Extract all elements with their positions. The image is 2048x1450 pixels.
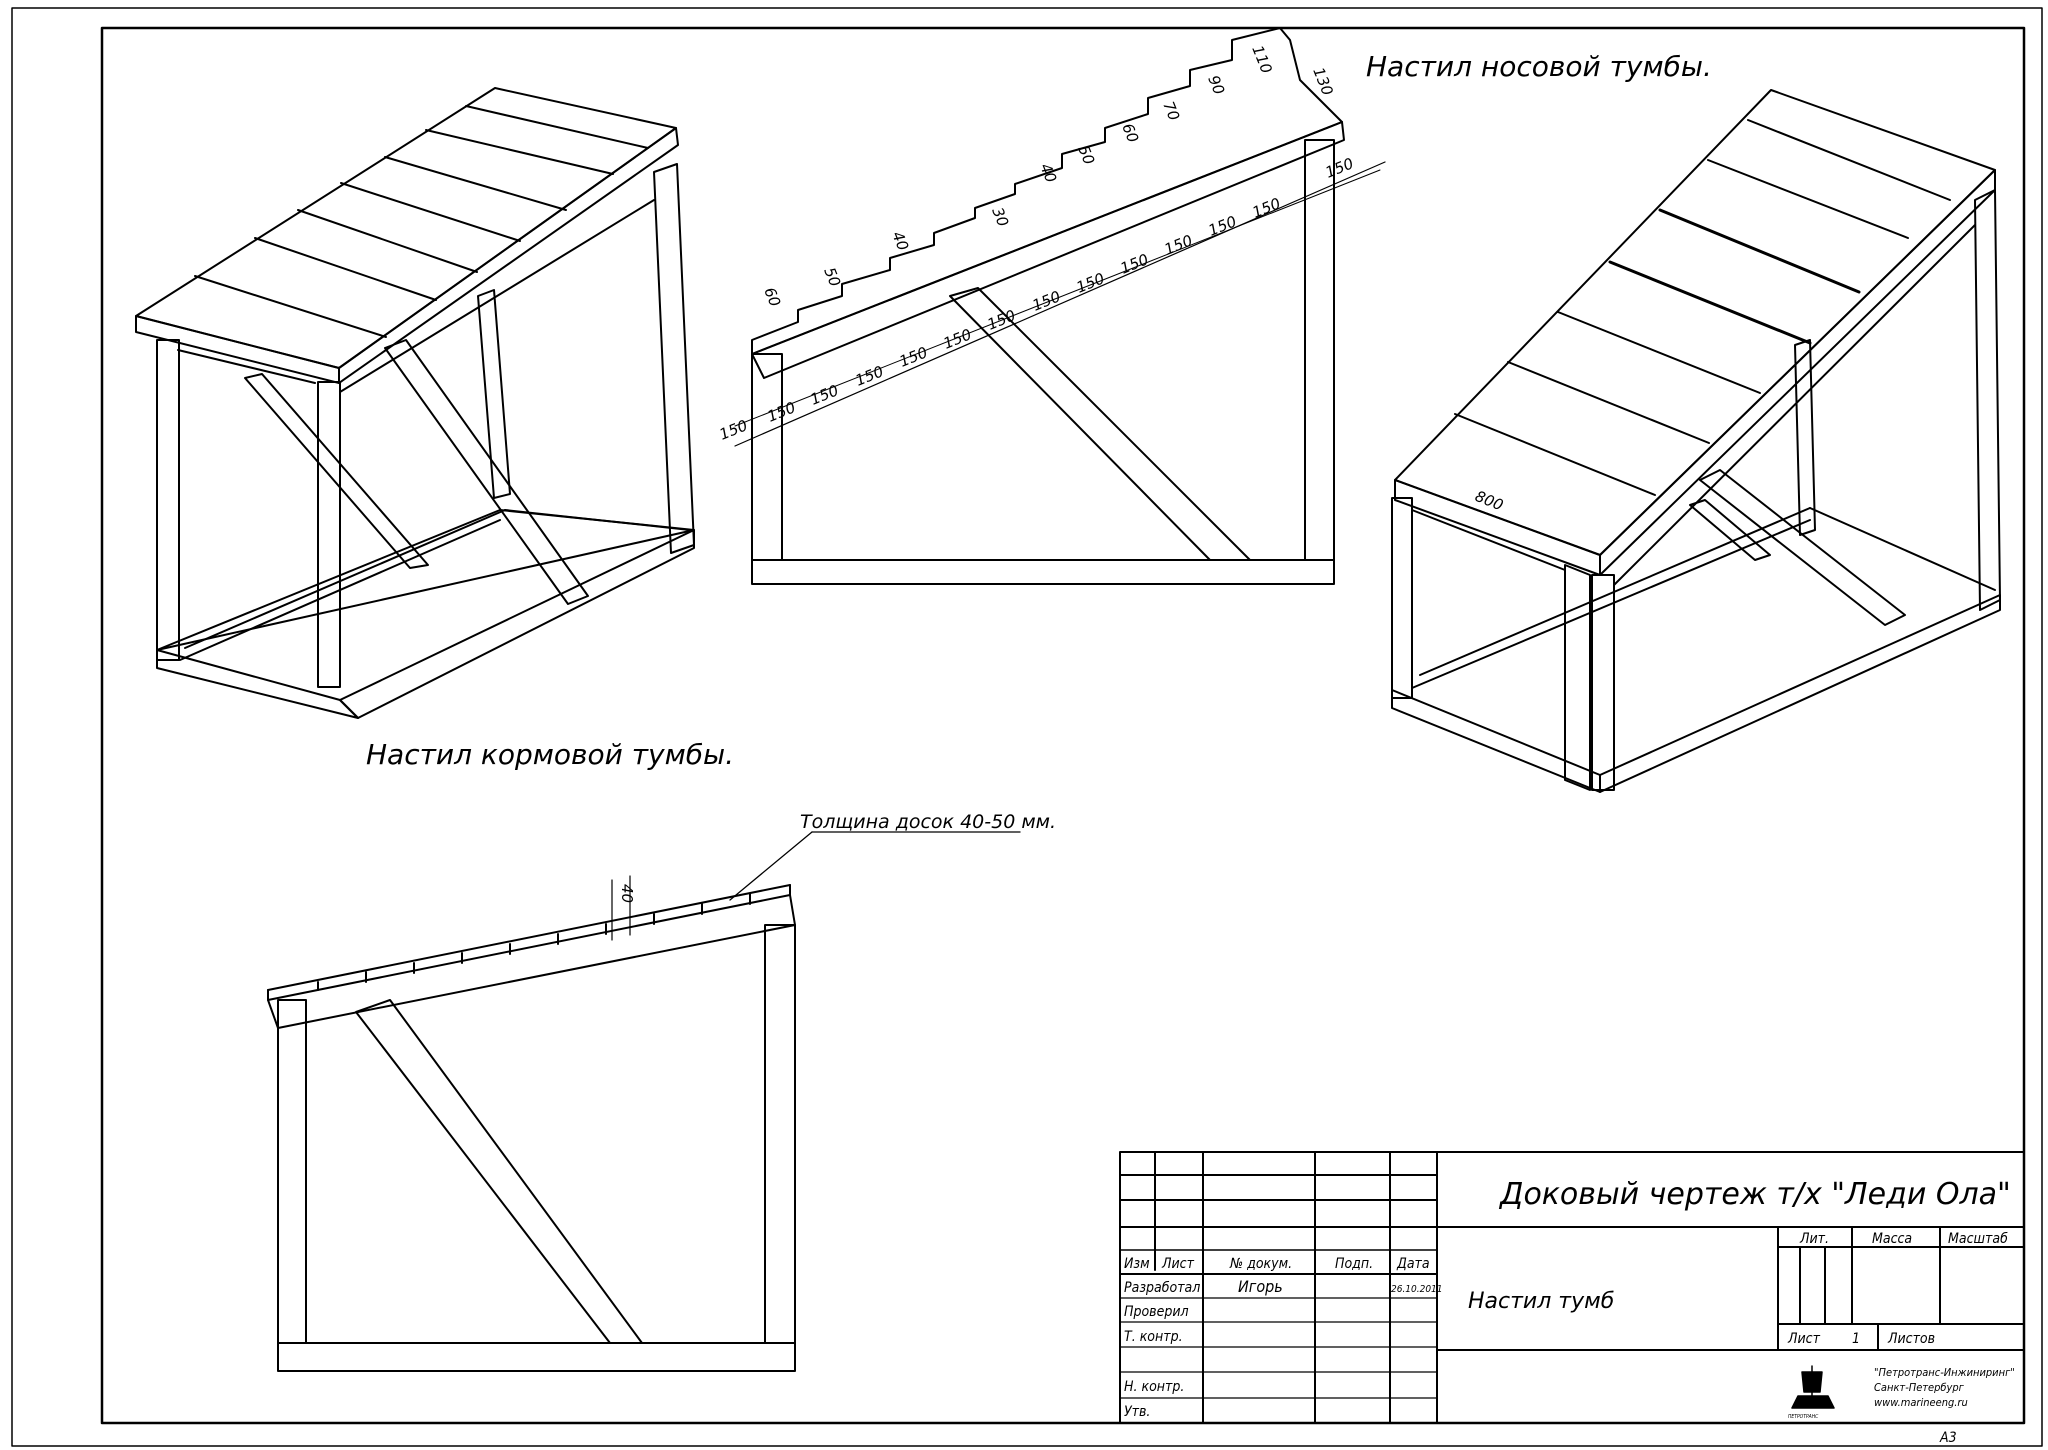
spacing-dim: 150 (1162, 231, 1195, 258)
format-label: А3 (1939, 1430, 1957, 1446)
step-dim: 50 (1074, 143, 1098, 167)
row-approved: Утв. (1124, 1404, 1150, 1420)
title-block-grid (1119, 1151, 2025, 1424)
spacing-dim: 150 (765, 398, 798, 425)
drawing-frame (100, 26, 2026, 1425)
spacing-dim: 150 (717, 416, 750, 443)
row-tcontrol: Т. контр. (1124, 1329, 1183, 1345)
step-dim: 60 (1118, 121, 1142, 145)
spacing-dim: 150 (941, 325, 974, 352)
thickness-dim: 40 (618, 884, 636, 903)
spacing-dim: 150 (1250, 194, 1283, 221)
thickness-note: Толщина досок 40-50 мм. (800, 811, 1056, 833)
bow-stand-isometric (1391, 89, 2001, 793)
spacing-dim: 150 (1206, 212, 1239, 239)
sheet-number: 1 (1852, 1331, 1860, 1347)
spacing-dim: 150 (1074, 269, 1107, 296)
spacing-dim: 150 (853, 362, 886, 389)
drawing-title: Доковый чертеж т/х "Леди Ола" (1498, 1177, 2011, 1212)
stern-stand-isometric (135, 87, 695, 719)
hdr-doc: № докум. (1229, 1256, 1292, 1272)
hdr-lit: Лит. (1799, 1231, 1829, 1247)
stern-title: Настил кормовой тумбы. (366, 738, 734, 771)
step-dim: 90 (1204, 73, 1228, 97)
spacing-dim: 150 (897, 343, 930, 370)
spacing-dim: 150 (1323, 154, 1356, 181)
sheet-name: Настил тумб (1468, 1289, 1614, 1314)
spacing-dim: 150 (985, 306, 1018, 333)
developer-name: Игорь (1238, 1277, 1283, 1296)
step-dim: 70 (1159, 99, 1183, 123)
row-ncontrol: Н. контр. (1124, 1379, 1184, 1395)
date-value: 26.10.2011 (1391, 1284, 1443, 1295)
hdr-scale: Масштаб (1948, 1231, 2008, 1247)
hdr-sheet: Лист (1787, 1331, 1821, 1347)
stern-stand-elevation (267, 831, 1021, 1372)
company-line-3: www.marineeng.ru (1874, 1396, 1968, 1409)
hdr-date: Дата (1396, 1256, 1430, 1272)
hdr-sign: Подп. (1335, 1256, 1373, 1272)
hdr-sheets: Листов (1887, 1331, 1935, 1347)
row-checked: Проверил (1124, 1304, 1189, 1320)
logo-text: ПЕТРОТРАНС (1788, 1414, 1819, 1420)
company-line-2: Санкт-Петербург (1874, 1381, 1965, 1394)
company-line-1: "Петротранс-Инжиниринг" (1874, 1366, 2015, 1379)
step-dim: 40 (1036, 161, 1060, 185)
step-dim: 30 (988, 205, 1012, 229)
spacing-dim: 150 (1030, 287, 1063, 314)
sheet-border (11, 7, 2043, 1447)
hdr-izm: Изм (1124, 1256, 1150, 1272)
bow-stand-elevation (734, 27, 1386, 585)
spacing-dim: 150 (1118, 250, 1151, 277)
company-logo-icon (1791, 1365, 1835, 1409)
bow-title: Настил носовой тумбы. (1366, 50, 1712, 83)
step-dim: 50 (820, 265, 844, 289)
step-dim: 60 (760, 285, 784, 309)
hdr-list: Лист (1161, 1256, 1195, 1272)
hdr-mass: Масса (1872, 1231, 1912, 1247)
step-dim: 110 (1248, 43, 1275, 76)
step-dim: 40 (888, 229, 912, 253)
row-developed: Разработал (1124, 1280, 1200, 1296)
